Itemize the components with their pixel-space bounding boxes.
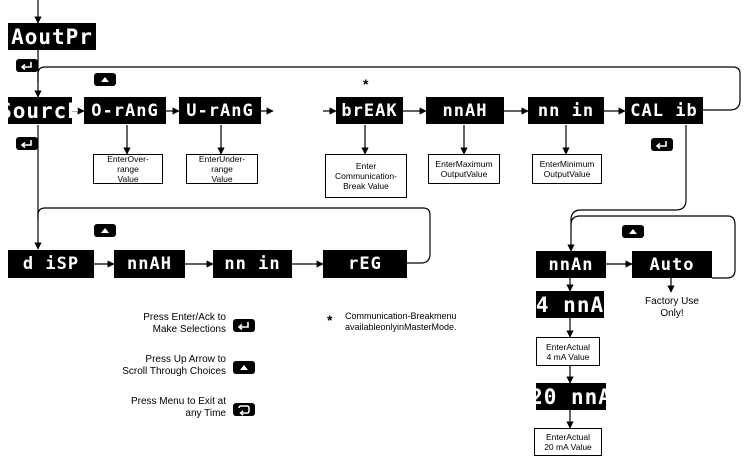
display-4ma: 4 nnA	[535, 291, 605, 318]
display-under-range: U-rAnG	[179, 97, 261, 124]
display-min: nn in	[528, 97, 604, 124]
note-actual-20ma: EnterActual 20 mA Value	[534, 428, 602, 456]
display-over-range: O-rAnG	[84, 97, 166, 124]
footnote-text: Communication-Breakmenu availableonlyinM…	[345, 311, 457, 332]
display-aout-pr: AoutPr	[8, 23, 96, 50]
display-disp: d iSP	[8, 250, 94, 278]
legend-menu-text: Press Menu to Exit at any Time	[130, 396, 226, 419]
display-disp-min: nn in	[213, 250, 292, 278]
note-min-output: EnterMinimum OutputValue	[532, 154, 602, 184]
enter-ack-icon	[233, 319, 255, 332]
legend-enter-text: Press Enter/Ack to Make Selections	[143, 312, 226, 335]
note-actual-4ma: EnterActual 4 mA Value	[536, 337, 600, 366]
display-manual: nnAn	[536, 251, 606, 278]
note-under-range: EnterUnder-range Value	[186, 154, 258, 184]
display-max: nnAH	[426, 97, 504, 124]
display-source: SourcE	[0, 97, 81, 124]
display-break: brEAK	[336, 97, 403, 124]
up-arrow-icon	[233, 361, 255, 374]
footnote-asterisk: *	[363, 76, 369, 92]
up-arrow-icon	[622, 225, 644, 238]
note-over-range: EnterOver-range Value	[93, 154, 163, 184]
menu-icon	[233, 403, 255, 416]
display-auto: Auto	[632, 251, 712, 278]
enter-ack-icon	[651, 138, 673, 151]
display-reg: rEG	[323, 250, 407, 278]
display-20ma: 20 nnA	[530, 383, 612, 410]
footnote-asterisk-legend: *	[327, 312, 333, 328]
enter-ack-icon	[16, 59, 38, 72]
display-disp-max: nnAH	[114, 250, 185, 278]
enter-ack-icon	[16, 137, 38, 150]
legend-up-text: Press Up Arrow to Scroll Through Choices	[122, 354, 226, 377]
factory-use-label: Factory Use Only!	[645, 296, 699, 319]
note-max-output: EnterMaximum OutputValue	[428, 154, 500, 184]
display-calib: CAL ib	[625, 97, 703, 124]
note-comm-break: Enter Communication- Break Value	[325, 154, 407, 198]
up-arrow-icon	[94, 73, 116, 86]
up-arrow-icon	[94, 224, 116, 237]
